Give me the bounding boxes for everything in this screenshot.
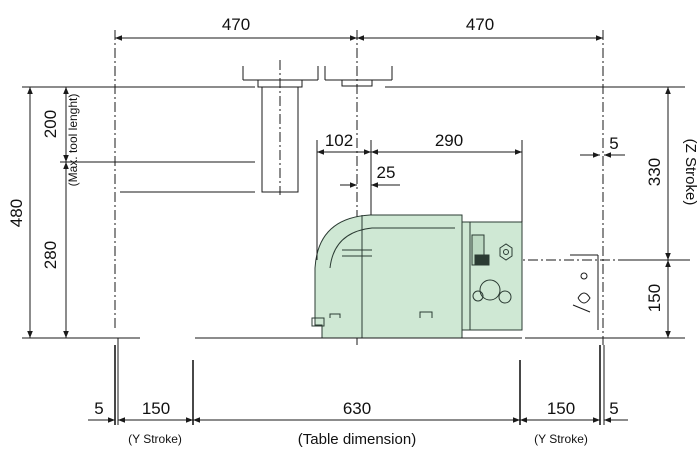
dim-head-offset: 102 xyxy=(325,131,353,150)
spindle-head xyxy=(242,66,393,193)
dim-left-total: 480 xyxy=(7,199,26,227)
dimension-lines xyxy=(27,35,671,423)
dim-bottom-table: 630 xyxy=(343,399,371,418)
dim-bottom-gap-left: 5 xyxy=(94,399,103,418)
dim-top-left: 470 xyxy=(222,15,250,34)
y-stroke-right-label: (Y Stroke) xyxy=(534,432,588,446)
machine-body xyxy=(311,214,523,339)
table-dimension-label: (Table dimension) xyxy=(298,431,416,448)
dim-z-stroke-label: (Z Stroke) xyxy=(682,139,699,206)
dim-top-right: 470 xyxy=(466,15,494,34)
dim-head-width: 290 xyxy=(435,131,463,150)
dim-tool-length-note: (Max. tool lenght) xyxy=(66,94,80,187)
dim-head-step: 25 xyxy=(377,163,396,182)
reference-lines xyxy=(22,30,690,345)
dim-bottom-gap-right: 5 xyxy=(609,399,618,418)
dim-lower-left: 280 xyxy=(41,241,60,269)
y-stroke-left-label: (Y Stroke) xyxy=(128,432,182,446)
dim-tool-length: 200 xyxy=(41,110,60,138)
dim-right-gap: 5 xyxy=(609,134,618,153)
dim-right-lower: 150 xyxy=(645,284,664,312)
dim-z-stroke: 330 xyxy=(645,158,664,186)
dim-bottom-y-right: 150 xyxy=(547,399,575,418)
right-clamp xyxy=(570,254,599,330)
dim-bottom-y-left: 150 xyxy=(142,399,170,418)
table-surface xyxy=(114,337,605,425)
